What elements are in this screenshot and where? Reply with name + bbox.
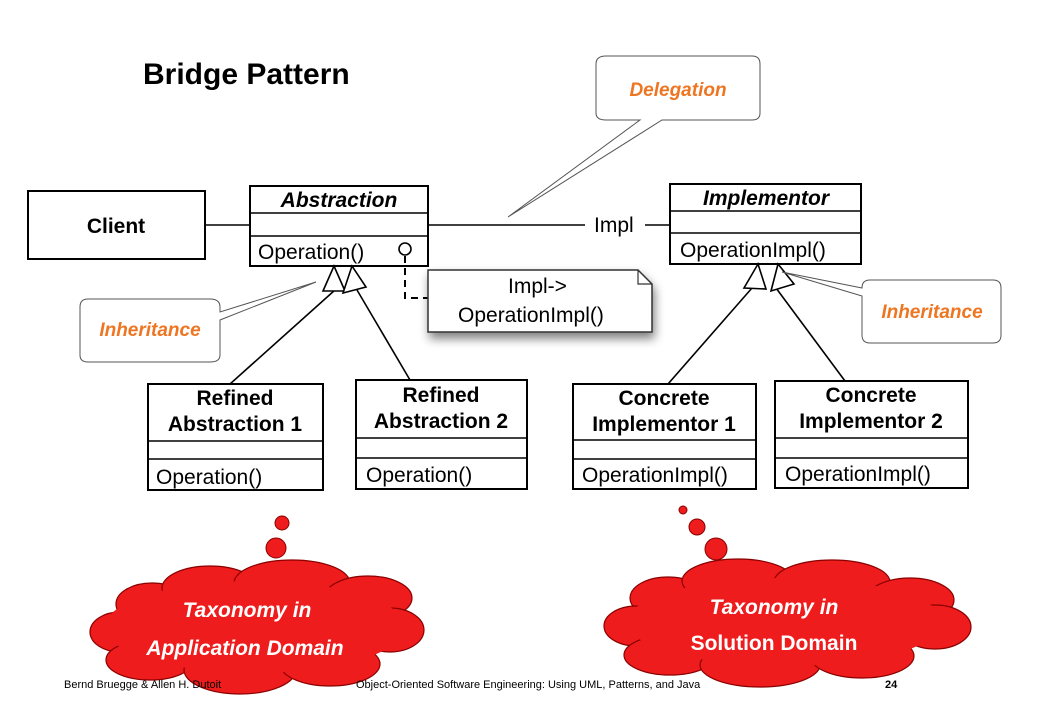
concrete-implementor-1-class: Concrete Implementor 1 OperationImpl() [572, 383, 757, 490]
footer-book-title: Object-Oriented Software Engineering: Us… [356, 679, 701, 691]
cloud-solution-domain: Taxonomy in Solution Domain [603, 558, 972, 688]
implementor-class-name: Implementor [703, 187, 831, 210]
concrete-implementor-1-name-line1: Concrete [618, 387, 709, 410]
concrete-implementor-2-name-line2: Implementor 2 [799, 410, 943, 433]
delegation-label: Delegation [629, 80, 726, 101]
client-class-name: Client [87, 215, 145, 238]
abstraction-operation: Operation() [258, 241, 364, 264]
inheritance-callout-left: Inheritance [79, 281, 317, 363]
refined-abstraction-1-class: Refined Abstraction 1 Operation() [147, 383, 324, 491]
abstraction-class-name: Abstraction [280, 189, 398, 212]
footer-page-number: 24 [885, 679, 898, 691]
inheritance-label-left: Inheritance [99, 320, 201, 341]
concrete-implementor-2-operation: OperationImpl() [785, 463, 931, 486]
delegation-callout: Delegation [507, 55, 761, 218]
abstraction-class: Abstraction Operation() [249, 185, 429, 267]
refined-abstraction-2-name-line1: Refined [402, 384, 479, 407]
cloud-right-line1: Taxonomy in [710, 596, 839, 619]
implementation-note [427, 269, 653, 333]
cloud-left-line1: Taxonomy in [183, 599, 312, 622]
page-title: Bridge Pattern [143, 58, 350, 91]
refined-abstraction-1-name-line1: Refined [196, 387, 273, 410]
concrete-implementor-1-operation: OperationImpl() [582, 464, 728, 487]
note-line-1: Impl-> [508, 275, 567, 298]
refined-abstraction-2-operation: Operation() [366, 464, 472, 487]
note-anchor-circle [398, 242, 412, 256]
cloud-left-line2: Application Domain [145, 637, 343, 660]
client-class: Client [27, 190, 206, 260]
note-anchor-dashed-line [404, 256, 428, 299]
impl-association-label: Impl [594, 214, 634, 237]
refined-abstraction-2-name-line2: Abstraction 2 [374, 410, 508, 433]
refined-abstraction-1-name-line2: Abstraction 1 [168, 413, 303, 436]
implementor-inheritance [667, 262, 846, 385]
cloud-application-domain: Taxonomy in Application Domain [89, 559, 425, 695]
concrete-implementor-1-name-line2: Implementor 1 [592, 413, 736, 436]
footer-authors: Bernd Bruegge & Allen H. Dutoit [64, 679, 221, 691]
inheritance-label-right: Inheritance [881, 302, 983, 323]
implementor-operation: OperationImpl() [680, 239, 826, 262]
refined-abstraction-1-operation: Operation() [156, 466, 262, 489]
concrete-implementor-2-class: Concrete Implementor 2 OperationImpl() [774, 380, 969, 489]
inheritance-callout-right: Inheritance [781, 271, 1002, 344]
cloud-right-line2: Solution Domain [691, 632, 858, 655]
thought-bubbles-right [678, 505, 728, 561]
note-line-2: OperationImpl() [458, 304, 604, 327]
concrete-implementor-2-name-line1: Concrete [825, 384, 916, 407]
refined-abstraction-2-class: Refined Abstraction 2 Operation() [355, 379, 528, 490]
implementor-class: Implementor OperationImpl() [669, 183, 862, 265]
abstraction-inheritance [229, 264, 411, 385]
